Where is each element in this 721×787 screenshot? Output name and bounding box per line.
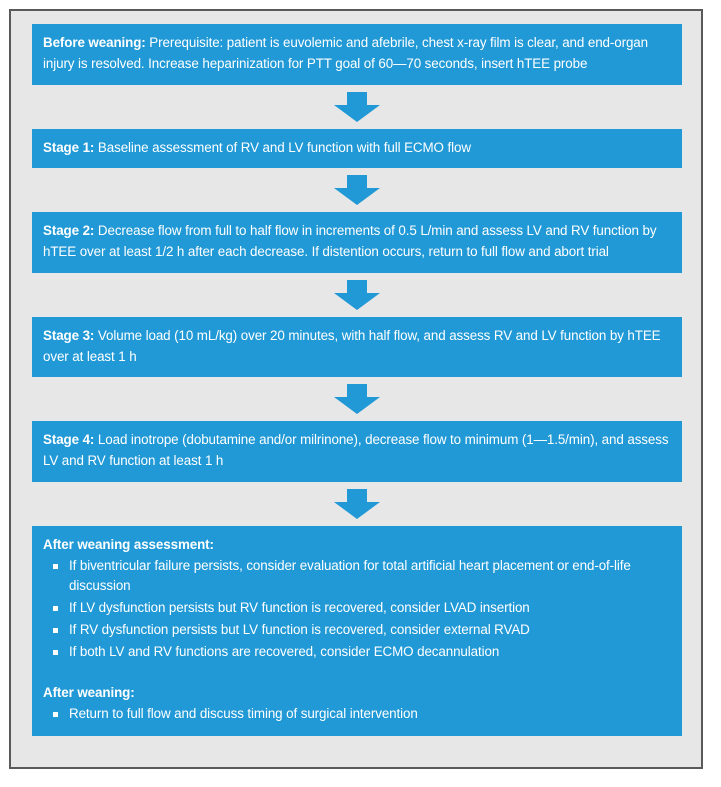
list-item: If biventricular failure persists, consi… [43, 556, 671, 598]
down-arrow-icon [334, 384, 380, 415]
square-bullet-icon [53, 563, 58, 569]
flow-node-stage-1: Stage 1: Baseline assessment of RV and L… [32, 128, 682, 169]
flow-node-lead: Stage 2: [43, 223, 95, 239]
summary-spacer [43, 663, 671, 683]
flow-node-lead: Before weaning: [43, 35, 146, 50]
list-item: Return to full flow and discuss timing o… [43, 704, 671, 725]
list-item: If RV dysfunction persists but LV functi… [43, 620, 671, 641]
after-weaning-heading: After weaning: [43, 685, 135, 701]
flow-node-stage-3: Stage 3: Volume load (10 mL/kg) over 20 … [32, 316, 682, 378]
connector-arrow-2 [32, 168, 682, 212]
flow-node-text: Stage 3: Volume load (10 mL/kg) over 20 … [43, 326, 671, 368]
square-bullet-icon [53, 606, 58, 612]
flow-node-body: Prerequisite: patient is euvolemic and a… [43, 35, 649, 71]
flow-node-text: Stage 2: Decrease flow from full to half… [43, 221, 671, 263]
list-item-text: If biventricular failure persists, consi… [69, 557, 631, 594]
flow-node-text: Before weaning: Prerequisite: patient is… [43, 33, 671, 75]
flow-node-body: Baseline assessment of RV and LV functio… [94, 139, 471, 155]
down-arrow-icon [334, 279, 380, 310]
flow-node-body: Decrease flow from full to half flow in … [43, 223, 657, 260]
down-arrow-icon [334, 175, 380, 206]
flow-node-stage-4: Stage 4: Load inotrope (dobutamine and/o… [32, 421, 682, 482]
list-item-text: Return to full flow and discuss timing o… [69, 706, 418, 722]
square-bullet-icon [53, 712, 58, 718]
list-item: If both LV and RV functions are recovere… [43, 642, 671, 663]
connector-arrow-1 [32, 85, 682, 129]
list-item-text: If RV dysfunction persists but LV functi… [69, 621, 530, 637]
down-arrow-icon [334, 91, 380, 122]
after-weaning-assessment-list: If biventricular failure persists, consi… [43, 556, 671, 663]
flow-node-summary: After weaning assessment: If biventricul… [32, 525, 682, 737]
list-item-text: If both LV and RV functions are recovere… [69, 643, 500, 659]
square-bullet-icon [53, 627, 58, 633]
flow-node-text: Stage 1: Baseline assessment of RV and L… [43, 138, 671, 159]
flow-node-before-weaning: Before weaning: Prerequisite: patient is… [32, 24, 682, 85]
flow-node-lead: Stage 3: [43, 327, 95, 343]
after-weaning-list: Return to full flow and discuss timing o… [43, 704, 671, 725]
flow-node-body: Load inotrope (dobutamine and/or milrino… [43, 432, 669, 469]
connector-arrow-3 [32, 273, 682, 317]
flow-node-lead: Stage 4: [43, 432, 95, 448]
flow-node-lead: Stage 1: [43, 139, 95, 155]
flowchart-stack: Before weaning: Prerequisite: patient is… [32, 24, 682, 737]
connector-arrow-4 [32, 377, 682, 421]
flow-node-stage-2: Stage 2: Decrease flow from full to half… [32, 212, 682, 273]
connector-arrow-5 [32, 482, 682, 526]
square-bullet-icon [53, 649, 58, 655]
down-arrow-icon [334, 488, 380, 519]
figure-frame: Before weaning: Prerequisite: patient is… [9, 9, 703, 769]
list-item: If LV dysfunction persists but RV functi… [43, 598, 671, 619]
flow-node-body: Volume load (10 mL/kg) over 20 minutes, … [43, 327, 661, 364]
list-item-text: If LV dysfunction persists but RV functi… [69, 600, 530, 616]
flow-node-text: Stage 4: Load inotrope (dobutamine and/o… [43, 430, 671, 472]
after-weaning-assessment-heading: After weaning assessment: [43, 536, 214, 552]
